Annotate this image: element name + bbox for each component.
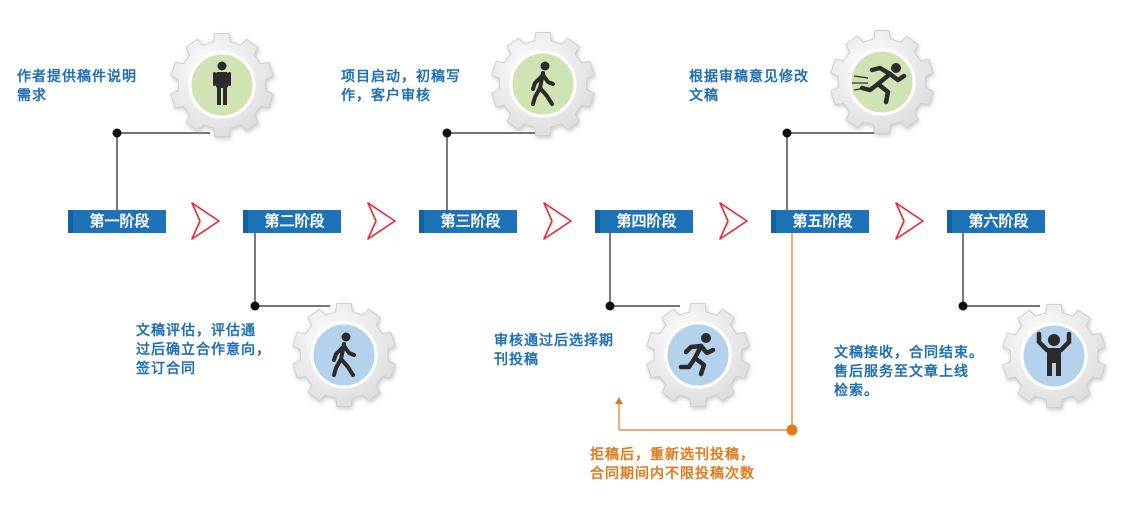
step-4-line-1: 审核通过后选择期: [494, 333, 614, 349]
gear-center-2: [310, 321, 378, 389]
step-5-line-2: 文稿: [689, 88, 719, 104]
connector-dot-6: [958, 301, 968, 311]
step-6-line-1: 文稿接收，合同结束。: [834, 345, 984, 361]
walking-person-icon: [531, 61, 555, 106]
walking-person-icon: [332, 332, 356, 377]
gear-2: [292, 303, 396, 407]
gear-3: [491, 32, 595, 136]
step-2-line-2: 过后确立合作意向，: [136, 342, 271, 358]
stage-6-label: 第六阶段: [947, 210, 1045, 233]
step-1-description: 作者提供稿件说明 需求: [17, 68, 187, 106]
connector-dot-3: [442, 128, 452, 138]
step-3-line-2: 作，客户审核: [341, 88, 431, 104]
gear-center-3: [509, 50, 577, 118]
rejection-loop-arrowhead: [615, 397, 623, 404]
stage-5-label: 第五阶段: [771, 210, 869, 233]
running-person-icon: [678, 333, 716, 377]
step-2-line-1: 文稿评估，评估通: [136, 323, 256, 339]
chevron-arrow-2: [367, 202, 396, 240]
step-6-description: 文稿接收，合同结束。 售后服务至文章上线 检索。: [834, 344, 1014, 401]
step-3-line-1: 项目启动，初稿写: [341, 69, 461, 85]
stage-4-label: 第四阶段: [595, 210, 693, 233]
connector-dot-4: [605, 301, 615, 311]
step-1-line-2: 需求: [17, 88, 47, 104]
rejection-note-line-1: 拒稿后，重新选刊投稿，: [590, 447, 755, 463]
step-4-line-2: 刊投稿: [494, 352, 539, 368]
connector-dot-5: [782, 128, 792, 138]
chevron-arrow-1: [191, 202, 220, 240]
stage-1-label: 第一阶段: [68, 210, 166, 233]
rejection-loop-dot: [786, 424, 798, 436]
stage-2-label: 第二阶段: [243, 210, 341, 233]
rejection-note-line-2: 合同期间内不限投稿次数: [590, 466, 755, 482]
cheering-person-icon: [1036, 331, 1072, 376]
connector-dot-1: [112, 128, 122, 138]
connector-dot-2: [250, 301, 260, 311]
step-5-description: 根据审稿意见修改 文稿: [689, 68, 859, 106]
step-5-line-1: 根据审稿意见修改: [689, 69, 809, 85]
chevron-arrow-3: [543, 202, 572, 240]
standing-person-icon: [213, 61, 231, 105]
stage-3-label: 第三阶段: [419, 210, 517, 233]
rejection-note: 拒稿后，重新选刊投稿， 合同期间内不限投稿次数: [590, 446, 820, 484]
rejection-loop: [618, 233, 793, 431]
step-1-line-1: 作者提供稿件说明: [17, 69, 137, 85]
step-2-line-3: 签订合同: [136, 361, 196, 377]
step-6-line-2: 售后服务至文章上线: [834, 364, 969, 380]
chevron-arrow-4: [719, 202, 748, 240]
step-6-line-3: 检索。: [834, 383, 879, 399]
step-4-description: 审核通过后选择期 刊投稿: [494, 332, 664, 370]
step-3-description: 项目启动，初稿写 作，客户审核: [341, 68, 511, 106]
chevron-arrow-5: [895, 202, 924, 240]
step-2-description: 文稿评估，评估通 过后确立合作意向， 签订合同: [136, 322, 306, 379]
